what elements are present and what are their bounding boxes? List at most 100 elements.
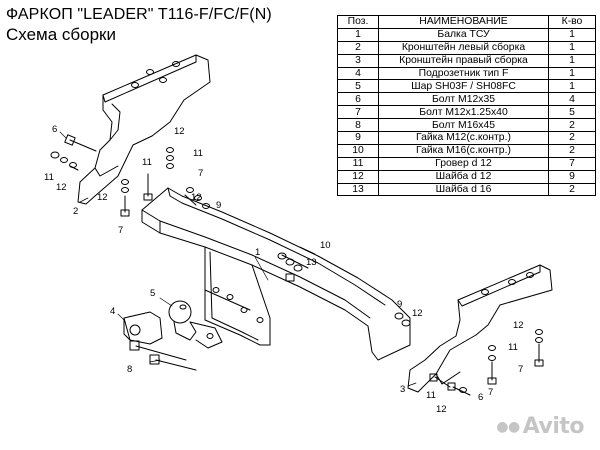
cell-qty: 2 xyxy=(548,118,596,133)
callout-7-a: 7 xyxy=(118,225,123,236)
cell-pos: 5 xyxy=(337,79,379,94)
callout-1: 1 xyxy=(255,247,260,258)
cell-name: Гайка М16(с.контр.) xyxy=(378,143,549,158)
column-header-qty: К-во xyxy=(548,15,596,29)
lower-left-bolt-set xyxy=(129,340,197,371)
cell-qty: 1 xyxy=(548,79,596,94)
cell-pos: 1 xyxy=(337,27,379,42)
cell-pos: 6 xyxy=(337,92,379,107)
column-header-pos: Поз. xyxy=(337,15,379,29)
callout-10: 10 xyxy=(320,240,331,251)
cell-pos: 10 xyxy=(337,143,379,158)
cell-name: Шайба d 12 xyxy=(378,169,549,184)
cell-pos: 9 xyxy=(337,131,379,145)
cell-pos: 13 xyxy=(337,182,379,197)
tow-ball xyxy=(168,300,223,349)
callout-11-e: 11 xyxy=(142,157,152,168)
cell-name: Подрозетник тип F xyxy=(378,66,549,81)
callout-7-c: 7 xyxy=(488,387,493,398)
column-header-name: НАИМЕНОВАНИЕ xyxy=(378,15,549,29)
callout-9-b: 9 xyxy=(397,299,402,310)
cell-qty: 1 xyxy=(548,53,596,68)
callout-12-a: 12 xyxy=(56,182,67,193)
callout-3: 3 xyxy=(400,384,405,395)
left-bolt-set xyxy=(50,134,97,171)
cell-name: Гайка М12(с.контр.) xyxy=(378,131,549,145)
page-subtitle: Схема сборки xyxy=(6,25,116,44)
cell-qty: 2 xyxy=(548,143,596,158)
callout-13: 13 xyxy=(306,257,317,268)
callout-2: 2 xyxy=(73,206,78,217)
cell-qty: 9 xyxy=(548,169,596,184)
cell-qty: 1 xyxy=(548,66,596,81)
cell-qty: 2 xyxy=(548,131,596,145)
cell-qty: 2 xyxy=(548,182,596,197)
page-title: ФАРКОП "LEADER" T116-F/FC/F(N) xyxy=(6,6,272,23)
callout-4: 4 xyxy=(110,306,115,317)
callout-7-b: 7 xyxy=(198,168,203,179)
callout-12-f: 12 xyxy=(513,320,524,331)
callout-7-d: 7 xyxy=(518,364,523,375)
avito-logo-icon: ●● xyxy=(496,419,520,435)
center-bolt-set xyxy=(120,147,210,217)
cell-qty: 1 xyxy=(548,40,596,55)
callout-8: 8 xyxy=(127,364,132,375)
cell-name: Болт М12х1.25х40 xyxy=(378,105,549,120)
callout-12-b: 12 xyxy=(174,126,185,137)
right-bolt-set xyxy=(429,329,544,396)
leader-lines xyxy=(59,131,417,387)
callout-9-a: 9 xyxy=(216,200,221,211)
cell-qty: 4 xyxy=(548,92,596,107)
cell-name: Шар SH03F / SH08FC xyxy=(378,79,549,94)
callout-12-g: 12 xyxy=(436,404,447,415)
callout-11-c: 11 xyxy=(508,342,518,353)
callout-12-e: 12 xyxy=(412,308,423,319)
cell-name: Болт М16х45 xyxy=(378,118,549,133)
watermark-text: Avito xyxy=(522,414,585,439)
cell-name: Гровер d 12 xyxy=(378,156,549,171)
cell-pos: 11 xyxy=(337,156,379,171)
cell-pos: 4 xyxy=(337,66,379,81)
cell-qty: 1 xyxy=(548,27,596,42)
center-nut-set xyxy=(277,252,411,327)
cell-pos: 2 xyxy=(337,40,379,55)
callout-12-c: 12 xyxy=(97,192,108,203)
callout-6-left: 6 xyxy=(52,124,57,135)
watermark: ●●Avito xyxy=(496,414,584,439)
beam-lower-plate xyxy=(204,246,271,346)
socket-plate xyxy=(123,311,163,345)
cell-name: Болт М12х35 xyxy=(378,92,549,107)
cell-pos: 12 xyxy=(337,169,379,184)
callout-5: 5 xyxy=(150,288,155,299)
cell-pos: 3 xyxy=(337,53,379,68)
callout-11-b: 11 xyxy=(193,148,203,159)
callout-12-d: 12 xyxy=(191,192,202,203)
cell-name: Шайба d 16 xyxy=(378,182,549,197)
callout-11-a: 11 xyxy=(44,172,54,183)
cell-pos: 8 xyxy=(337,118,379,133)
cell-qty: 7 xyxy=(548,156,596,171)
cell-name: Балка ТСУ xyxy=(378,27,549,42)
cell-pos: 7 xyxy=(337,105,379,120)
tow-beam xyxy=(141,187,411,361)
callout-11-d: 11 xyxy=(426,390,436,401)
cell-name: Кронштейн правый сборка xyxy=(378,53,549,68)
right-bracket xyxy=(407,264,553,393)
cell-qty: 5 xyxy=(548,105,596,120)
